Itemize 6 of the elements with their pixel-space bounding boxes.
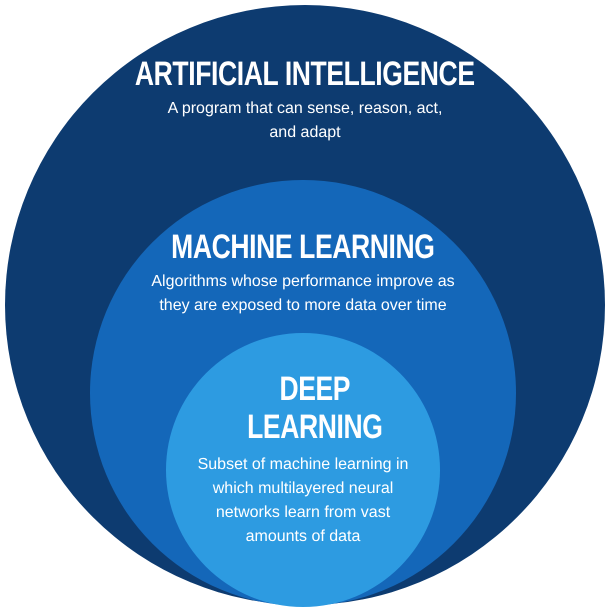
circle-heading: ARTIFICIAL INTELLIGENCE (135, 55, 475, 93)
description-text: Subset of machine learning in which multilayered neural networks learn from vast amounts of data (196, 455, 410, 547)
circle-heading: MACHINE LEARNING (171, 228, 435, 266)
circle-heading: DEEP LEARNING (247, 370, 382, 446)
description-text: Algorithms whose performance improve as they are exposed to more data over time (150, 272, 456, 316)
description-text: A program that can sense, reason, act, and adapt (166, 99, 444, 143)
